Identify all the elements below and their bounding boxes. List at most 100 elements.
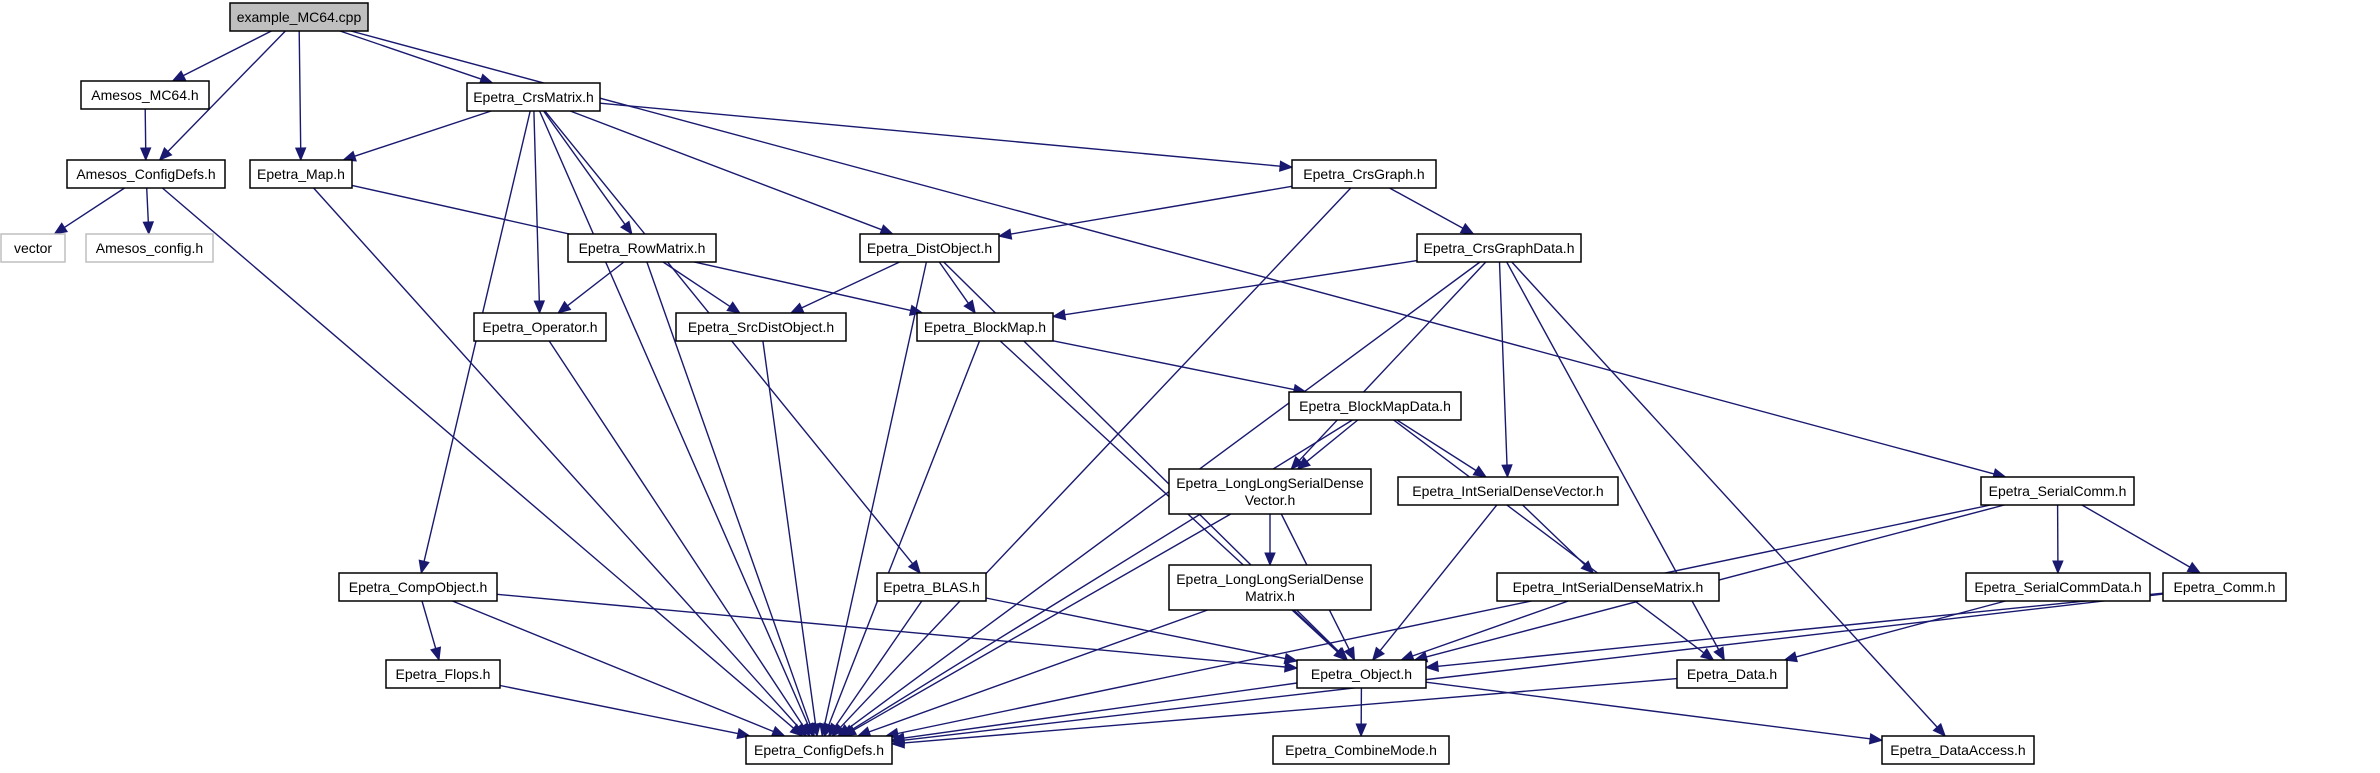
node-label: Epetra_SerialCommData.h [1974, 579, 2141, 595]
node-isdv[interactable]: Epetra_IntSerialDenseVector.h [1397, 476, 1619, 506]
arrowhead-icon [809, 722, 822, 738]
node-label: Epetra_Operator.h [482, 319, 597, 335]
edge-acfg-vector [53, 187, 125, 235]
arrowhead-icon [1296, 456, 1311, 470]
edge-line [1393, 419, 1705, 654]
node-srcdist[interactable]: Epetra_SrcDistObject.h [675, 312, 847, 342]
node-daccess[interactable]: Epetra_DataAccess.h [1881, 735, 2035, 765]
node-label: Epetra_DataAccess.h [1890, 742, 2025, 758]
edge-root-crsm [339, 30, 494, 85]
edge-line [499, 684, 739, 735]
edge-line [298, 30, 302, 149]
arrowhead-icon [1290, 455, 1304, 470]
node-cfg[interactable]: Epetra_ConfigDefs.h [745, 735, 893, 765]
edge-comm-obj [1424, 592, 2164, 672]
node-label: Amesos_ConfigDefs.h [76, 166, 215, 182]
node-root[interactable]: example_MC64.cpp [229, 2, 369, 32]
node-bmapd[interactable]: Epetra_BlockMapData.h [1288, 391, 1462, 421]
arrowhead-icon [2052, 560, 2064, 575]
edge-bmapd-isdv [1396, 419, 1488, 478]
node-box [1397, 476, 1619, 506]
edge-root-amc64 [171, 30, 272, 82]
edge-line [938, 261, 969, 304]
arrowhead-icon [418, 559, 430, 575]
node-label: Epetra_SerialComm.h [1989, 483, 2127, 499]
edge-line [801, 261, 900, 309]
node-obj[interactable]: Epetra_Object.h [1296, 659, 1427, 689]
node-box [2162, 572, 2287, 602]
node-label: Epetra_CompObject.h [349, 579, 488, 595]
node-crsg[interactable]: Epetra_CrsGraph.h [1291, 159, 1437, 189]
edge-crsg-cfg [831, 187, 1352, 737]
arrowhead-icon [827, 722, 841, 738]
node-label: Epetra_Object.h [1311, 666, 1412, 682]
arrowhead-icon [1284, 661, 1299, 673]
arrowhead-icon [533, 300, 546, 315]
edge-line [538, 110, 809, 726]
edge-line [1498, 261, 1508, 466]
edge-crsm-dist [569, 110, 895, 235]
edge-oper-cfg [548, 340, 811, 738]
edge-llsdm-obj [1293, 609, 1348, 661]
node-flops[interactable]: Epetra_Flops.h [385, 659, 501, 689]
edge-line [1010, 185, 1293, 235]
edge-line [599, 102, 1281, 167]
node-label: Epetra_SrcDistObject.h [688, 319, 834, 335]
edge-crsm-oper [533, 110, 546, 315]
edge-line [903, 593, 2164, 741]
node-rowm[interactable]: Epetra_RowMatrix.h [567, 233, 717, 263]
node-box [567, 233, 717, 263]
node-scommd[interactable]: Epetra_SerialCommData.h [1965, 572, 2151, 602]
arrowhead-icon [856, 726, 872, 738]
node-crsgd[interactable]: Epetra_CrsGraphData.h [1416, 233, 1582, 263]
node-blas[interactable]: Epetra_BLAS.h [876, 572, 987, 602]
edge-line [146, 187, 149, 223]
node-box [1496, 572, 1720, 602]
edge-line [1522, 504, 1586, 566]
node-comm[interactable]: Epetra_Comm.h [2162, 572, 2287, 602]
node-data[interactable]: Epetra_Data.h [1676, 659, 1788, 689]
edge-line [569, 110, 882, 231]
node-label: Epetra_BLAS.h [883, 579, 980, 595]
node-box [1168, 468, 1372, 515]
node-dist[interactable]: Epetra_DistObject.h [859, 233, 1000, 263]
node-label: Amesos_config.h [96, 240, 203, 256]
edge-line [1306, 419, 1359, 462]
arrowhead-icon [726, 301, 741, 314]
arrowhead-icon [1932, 722, 1947, 737]
node-cmode[interactable]: Epetra_CombineMode.h [1272, 735, 1450, 765]
arrowhead-icon [1355, 723, 1367, 738]
edge-layer [53, 30, 2202, 749]
node-box [249, 159, 353, 189]
arrowhead-icon [890, 734, 906, 746]
edge-obj-cmode [1355, 687, 1367, 738]
node-isdm[interactable]: Epetra_IntSerialDenseMatrix.h [1496, 572, 1720, 602]
arrowhead-icon [907, 559, 921, 575]
node-acfg[interactable]: Amesos_ConfigDefs.h [66, 159, 226, 189]
node-label: Epetra_LongLongSerialDense [1176, 571, 1364, 587]
node-comp[interactable]: Epetra_CompObject.h [338, 572, 498, 602]
node-crsm[interactable]: Epetra_CrsMatrix.h [466, 82, 601, 112]
node-box [1272, 735, 1450, 765]
arrowhead-icon [997, 228, 1013, 240]
node-box [229, 2, 369, 32]
node-scomm[interactable]: Epetra_SerialComm.h [1980, 476, 2135, 506]
node-box [1676, 659, 1788, 689]
node-box [338, 572, 498, 602]
node-amc64[interactable]: Amesos_MC64.h [80, 80, 210, 110]
arrowhead-icon [139, 147, 152, 162]
edge-line [853, 513, 1232, 731]
node-bmap[interactable]: Epetra_BlockMap.h [916, 312, 1054, 342]
edge-flops-cfg [499, 684, 751, 740]
node-label: Epetra_BlockMap.h [924, 319, 1046, 335]
node-box [745, 735, 893, 765]
node-label: Epetra_RowMatrix.h [579, 240, 706, 256]
node-label: example_MC64.cpp [237, 9, 362, 25]
edge-line [1795, 600, 2006, 658]
node-box [1965, 572, 2151, 602]
node-map[interactable]: Epetra_Map.h [249, 159, 353, 189]
edge-isdv-isdm [1522, 504, 1595, 574]
node-oper[interactable]: Epetra_Operator.h [473, 312, 607, 342]
